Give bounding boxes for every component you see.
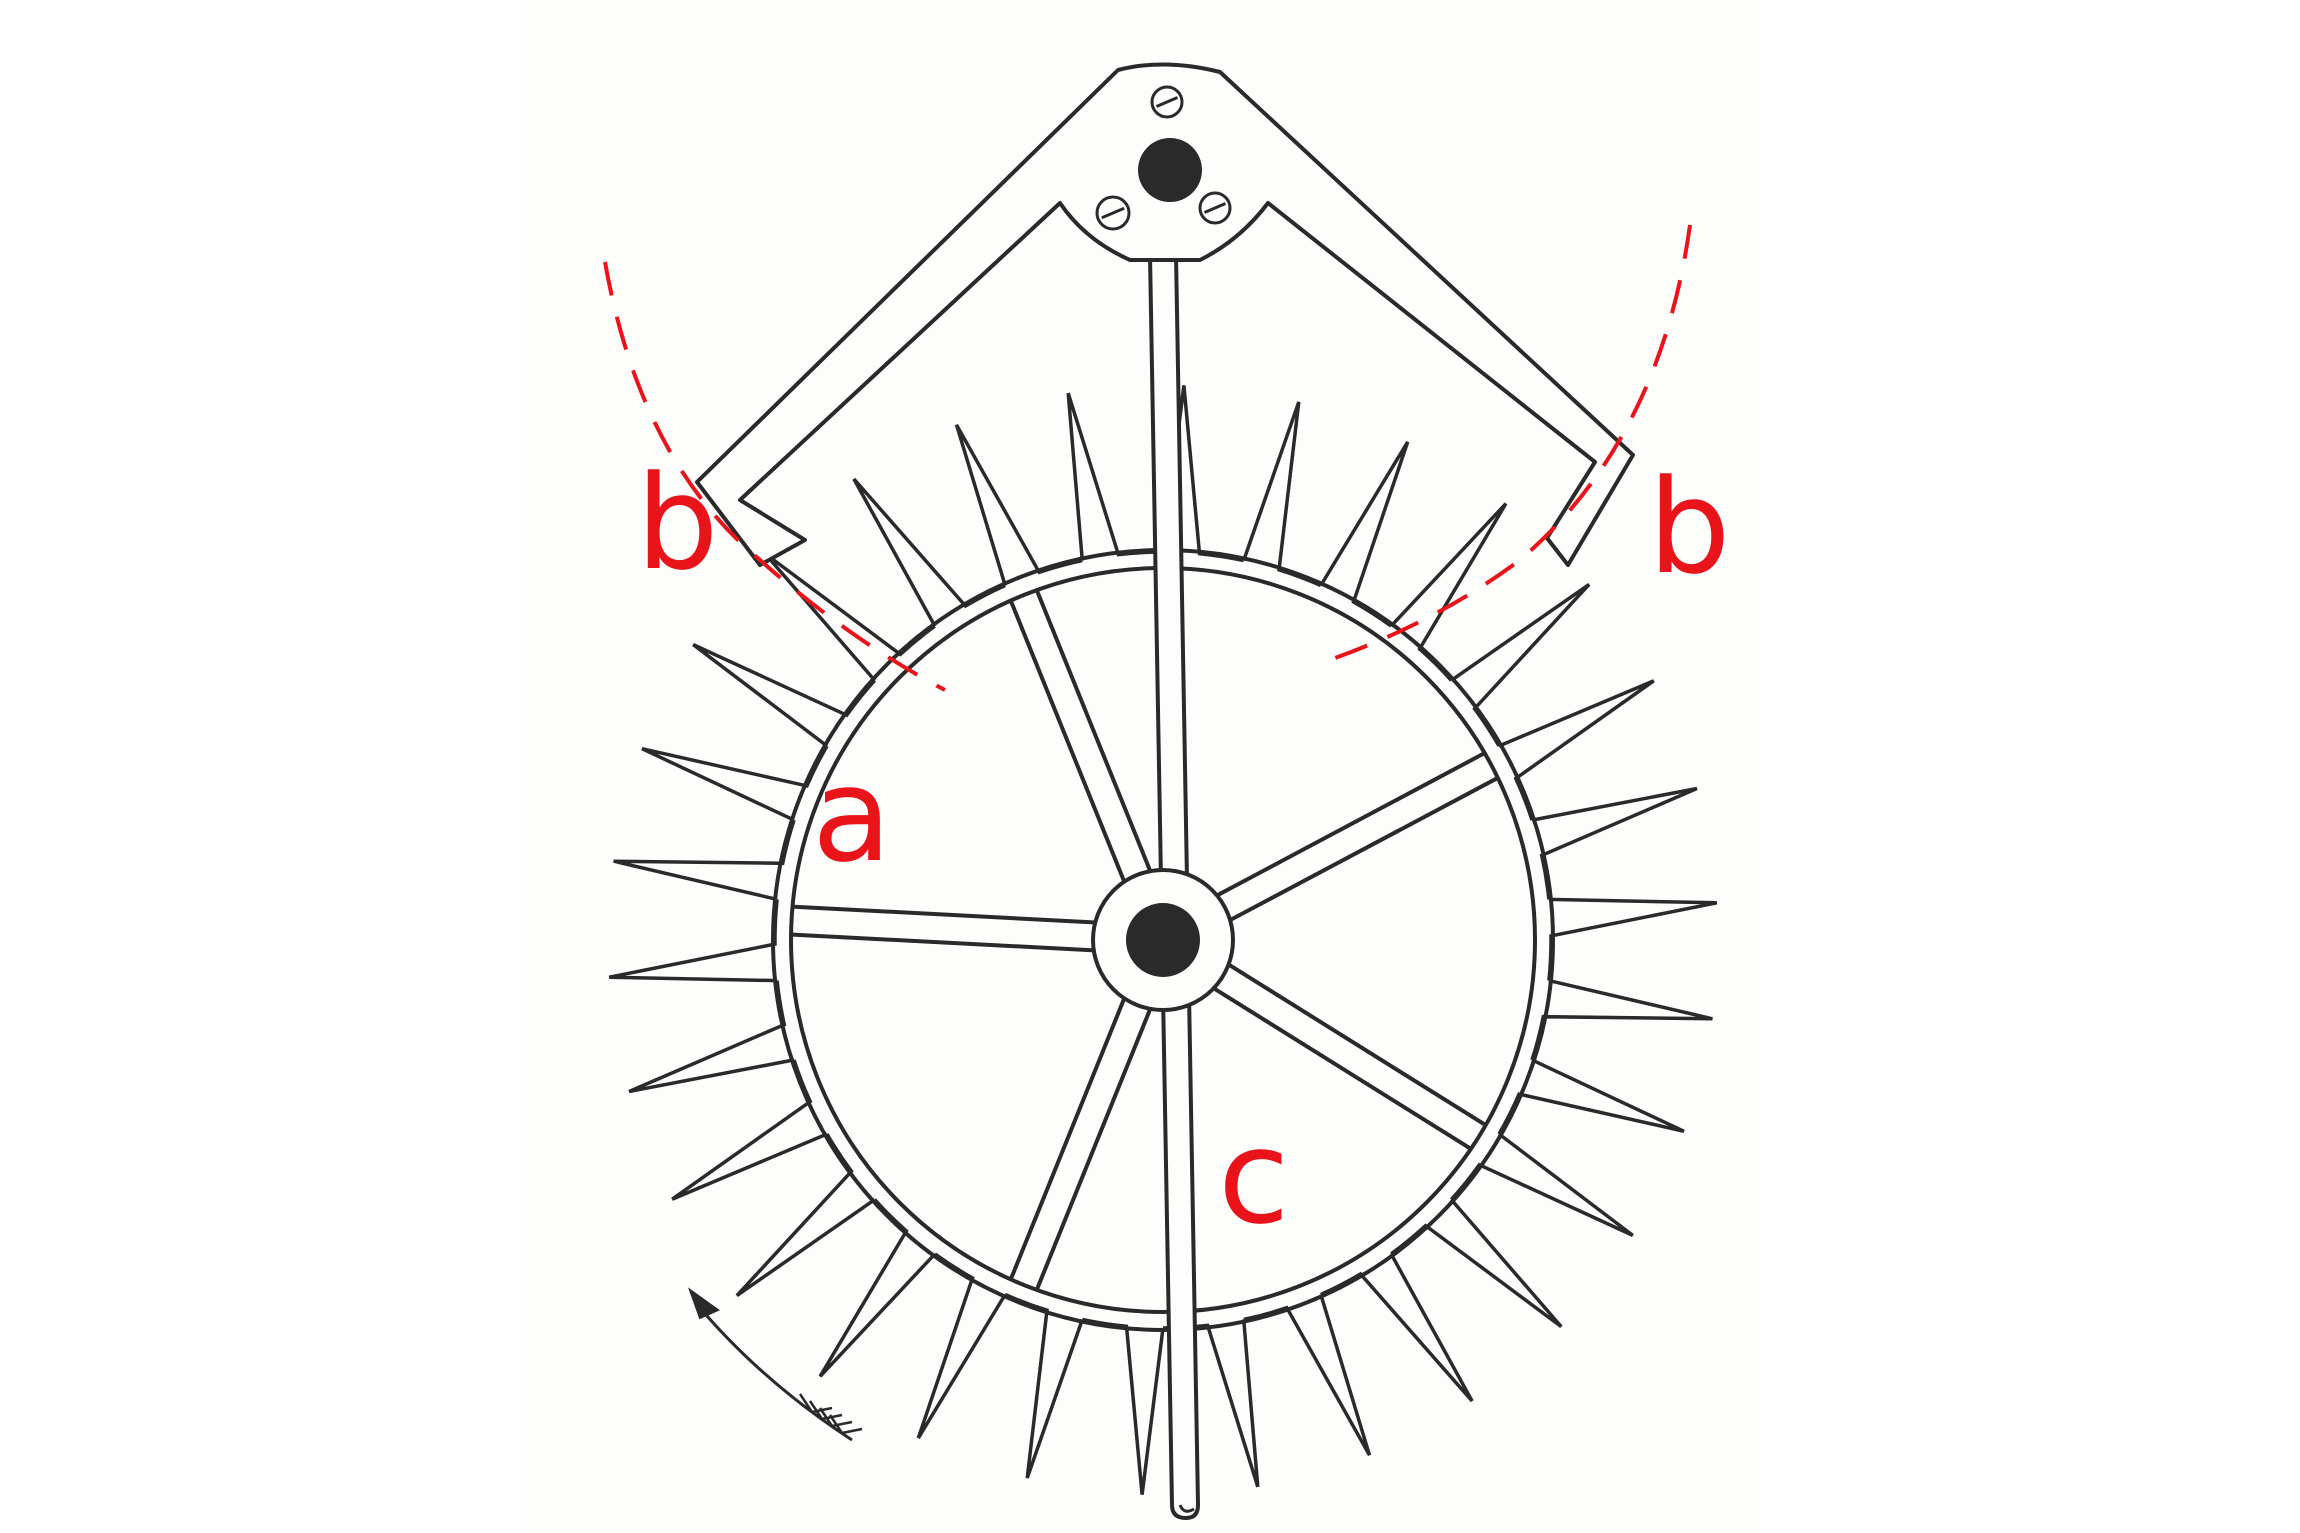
arrow-feather (828, 1414, 863, 1435)
wheel-tooth (1390, 1198, 1563, 1329)
wheel-tooth (1450, 582, 1591, 747)
wheel-hub (1091, 868, 1235, 1012)
wheel-tooth (1498, 679, 1655, 821)
right-pallet-arc (1334, 224, 1692, 660)
wheel-tooth (1319, 440, 1410, 628)
pallet-path-arcs (603, 224, 1692, 692)
label-escape-wheel: a (812, 739, 892, 891)
rotation-arrow-fletching (798, 1393, 863, 1435)
wheel-spoke-edge (1228, 776, 1498, 923)
rod-end-hook (1178, 1504, 1195, 1513)
wheel-tooth (641, 745, 829, 822)
label-pallet-right: b (1648, 451, 1731, 603)
anchor-screw-slot (1203, 202, 1227, 214)
wheel-tooth (1243, 1293, 1372, 1457)
wheel-tooth (1497, 1058, 1685, 1135)
escape-wheel-teeth (608, 385, 1718, 1495)
wheel-spoke-edge (1212, 986, 1471, 1150)
label-pallet-left: b (636, 447, 719, 599)
wheel-tooth (735, 1133, 876, 1298)
wheel-tooth (1242, 401, 1322, 588)
wheel-tooth (671, 1059, 828, 1201)
wheel-spoke-edge (792, 932, 1095, 953)
wheel-tooth (1547, 897, 1718, 981)
wheel-tooth (1081, 1317, 1165, 1495)
arrow-feather (818, 1407, 853, 1428)
wheel-spoke-edge (1215, 752, 1485, 898)
wheel-tooth (763, 551, 936, 682)
wheel-tooth (1320, 1253, 1474, 1403)
wheel-tooth (613, 819, 796, 902)
wheel-tooth (1004, 1292, 1084, 1479)
anchor-screw-slot (1101, 206, 1125, 220)
wheel-tooth (628, 980, 795, 1094)
label-pendulum-rod: c (1218, 1101, 1289, 1253)
wheel-spoke-edge (794, 904, 1096, 925)
rotation-arrow (687, 1287, 863, 1442)
wheel-tooth (852, 477, 1006, 627)
wheel-spoke-edge (1035, 590, 1153, 873)
wheel-tooth (608, 899, 779, 983)
wheel-tooth (1066, 392, 1164, 561)
wheel-tooth (1389, 502, 1508, 682)
anchor-pivot-dot (1138, 138, 1202, 202)
wheel-tooth (1531, 786, 1698, 900)
wheel-tooth (818, 1198, 937, 1378)
wheel-spokes (792, 590, 1498, 1290)
wheel-spoke-edge (1009, 997, 1127, 1279)
wheel-tooth (1450, 1132, 1634, 1237)
wheel-tooth (916, 1252, 1007, 1440)
wheel-tooth (1530, 978, 1713, 1061)
wheel-spoke-edge (1009, 601, 1127, 883)
anchor (695, 62, 1635, 567)
wheel-tooth (954, 423, 1083, 587)
hub-arbor-dot (1126, 903, 1200, 977)
rotation-arrow-head (687, 1287, 721, 1320)
wheel-spoke-edge (1035, 1007, 1153, 1290)
wheel-tooth (1161, 385, 1245, 563)
anchor-screw-slot (1155, 96, 1179, 108)
wheel-tooth (692, 643, 876, 748)
anchor-screws (1095, 85, 1232, 231)
wheel-spoke-edge (1227, 962, 1486, 1126)
